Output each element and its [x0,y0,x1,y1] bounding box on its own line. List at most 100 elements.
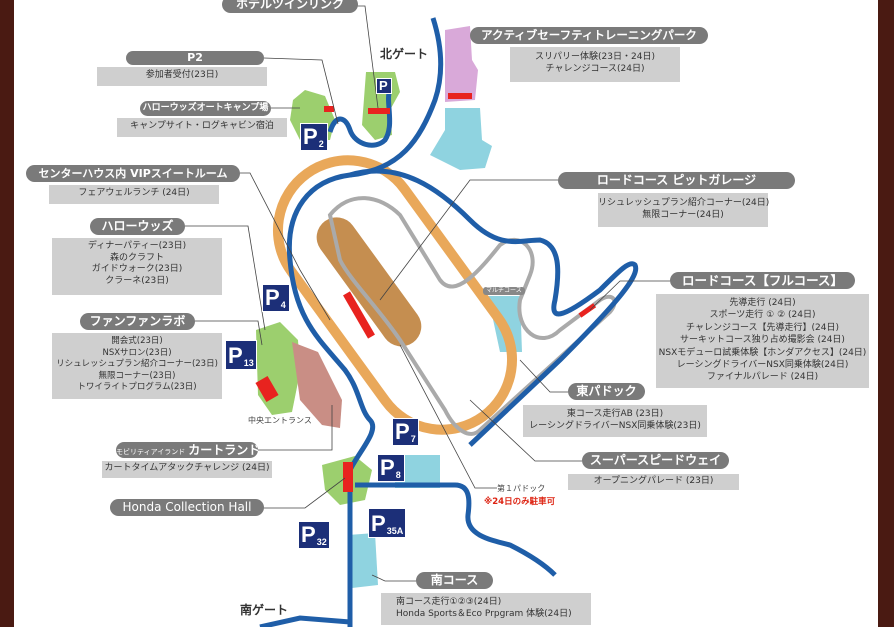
collection-hall-label[interactable]: Honda Collection Hall [110,499,264,516]
paddock1-label: 第１パドック [497,484,546,493]
safety-park-building [448,93,472,99]
north-gate-label: 北ゲート [380,47,429,61]
hellowoods-info-item: ガイドウォーク(23日) [91,264,183,275]
camp-building [324,106,334,112]
east-paddock-info-box: 東コース走行AB (23日)レーシングドライバーNSX同乗体験(23日) [523,405,707,437]
parking-p-glyph: P [228,343,243,368]
kartland-label[interactable]: モビリティアイランドカートランド [116,442,258,458]
parking-number: 13 [243,358,254,368]
pit-garage-building [343,291,375,339]
funfunlab-info-item: 無限コーナー(23日) [98,370,176,381]
hellowoods-info-item: ディナーパティー(23日) [87,241,187,251]
safety-park-info-item: チャレンジコース(24日) [545,63,645,74]
south-course-info-box: 南コース走行①②③(24日)Honda Sports＆Eco Prpgram 体… [381,593,591,625]
pit-garage-info-item: 無限コーナー(24日) [642,209,724,220]
south-course-info-item: 南コース走行①②③(24日) [396,597,502,607]
full-course-info-box: 先導走行 (24日) スポーツ走行 ① ② (24日)チャレンジコース【先導走行】… [656,294,869,388]
vip-suite-info-item: フェアウェルランチ (24日) [78,188,190,198]
parking-p-glyph: P [379,78,388,93]
parking-number: 2 [318,139,324,149]
parking-p-glyph: P [380,455,395,480]
central-entrance-label: 中央エントランス [248,416,312,425]
parking-p-glyph: P [371,511,386,536]
kartland-info-box: カートタイムアタックチャレンジ (24日) [102,461,272,478]
safety-park-info-box: スリパリー体験(23日・24日)チャレンジコース(24日) [510,47,680,82]
full-course-info-item: スポーツ走行 ① ② (24日) [709,310,816,321]
multi-course-label: マルチコース [483,287,525,295]
full-course-info-item: サーキットコース独り占め撮影会 (24日) [680,335,845,346]
funfunlab-info-item: 開会式(23日) [111,336,163,346]
south-course-area [348,533,378,588]
full-course-info-item: 先導走行 (24日) [729,298,796,308]
parking-p-glyph: P [265,285,280,310]
pit-garage-label[interactable]: ロードコース ピットガレージ [558,172,795,189]
hotel-twinring-label[interactable]: ホテルツインリンク [222,0,358,13]
p2-info-item: 参加者受付(23日) [145,70,219,80]
frame-right [878,0,894,627]
south-gate-label: 南ゲート [240,603,289,617]
south-road [355,482,557,577]
full-course-info-item: チャレンジコース【先導走行】(24日) [686,322,839,333]
hellowoods-info-box: ディナーパティー(23日)森のクラフトガイドウォーク(23日)クラーネ(23日) [52,238,222,295]
p2-info-box: 参加者受付(23日) [97,67,267,86]
funfunlab-info-box: 開会式(23日)NSXサロン(23日)リシュレッシュプラン紹介コーナー(23日)… [52,333,222,399]
hellowoods-label[interactable]: ハローウッズ [90,218,185,235]
pit-garage-info-item: リシュレッシュプラン紹介コーナー(24日) [598,198,770,208]
funfunlab-info-item: NSXサロン(23日) [102,347,172,358]
superspeedway-info-box: オープニングパレード (23日) [568,474,739,490]
full-course-info-item: ファイナルパレード (24日) [706,372,819,383]
auto-camp-info-box: キャンプサイト・ログキャビン宿泊 [117,118,287,137]
hotel-building [368,108,390,114]
kartland-info-item: カートタイムアタックチャレンジ (24日) [104,463,270,473]
superspeedway-oval [272,155,518,435]
leader-lines [185,5,670,582]
paddock1-area [395,455,440,488]
safety-park-course-area [430,108,492,170]
p2-label[interactable]: P2 [126,51,264,65]
parking-hotel-sign[interactable]: P [376,78,392,94]
superspeedway-label[interactable]: スーパースピードウェイ [582,452,729,469]
safety-park-area [445,26,478,102]
kartland-title: カートランド [188,443,258,457]
full-course-info-item: レーシングドライバーNSX同乗体験(24日) [676,360,849,371]
full-course-pit [578,303,597,318]
parking-number: 4 [280,300,286,310]
kartland-prefix: モビリティアイランド [116,448,186,456]
collection-hall-building [343,462,353,492]
full-course-label[interactable]: ロードコース【フルコース】 [670,272,855,289]
east-paddock-label[interactable]: 東パドック [568,383,645,400]
central-entrance-area [292,342,342,428]
safety-park-label[interactable]: アクティブセーフティトレーニングパーク [470,27,708,44]
parking-p-glyph: P [301,522,316,547]
infield-area [316,217,422,347]
parking-number: 7 [410,434,416,444]
paddock1-note: ※24日のみ駐車可 [484,497,556,507]
main-road [286,17,444,627]
auto-camp-label[interactable]: ハローウッズオートキャンプ場 [140,101,271,116]
superspeedway-info-item: オープニングパレード (23日) [593,476,714,486]
south-course-info-item: Honda Sports＆Eco Prpgram 体験(24日) [396,608,572,619]
vip-suite-label[interactable]: センターハウス内 VIPスイートルーム [26,165,240,182]
full-course-info-item: NSXモデューロ試乗体験【ホンダアクセス】(24日) [658,347,867,358]
parking-p-glyph: P [303,124,318,149]
south-course-label[interactable]: 南コース [416,572,493,589]
parking-number: 8 [395,470,401,480]
funfunlab-grass-area [256,322,300,415]
funfunlab-label[interactable]: ファンファンラボ [80,313,195,330]
auto-camp-info-item: キャンプサイト・ログキャビン宿泊 [130,121,274,131]
parking-p-glyph: P [395,419,410,444]
vip-suite-info-box: フェアウェルランチ (24日) [49,185,219,204]
east-paddock-info-item: レーシングドライバーNSX同乗体験(23日) [529,420,701,431]
funfunlab-building [255,375,279,403]
parking-number: 32 [316,537,327,547]
safety-park-info-item: スリパリー体験(23日・24日) [535,52,655,62]
hellowoods-info-item: 森のクラフト [109,252,164,263]
